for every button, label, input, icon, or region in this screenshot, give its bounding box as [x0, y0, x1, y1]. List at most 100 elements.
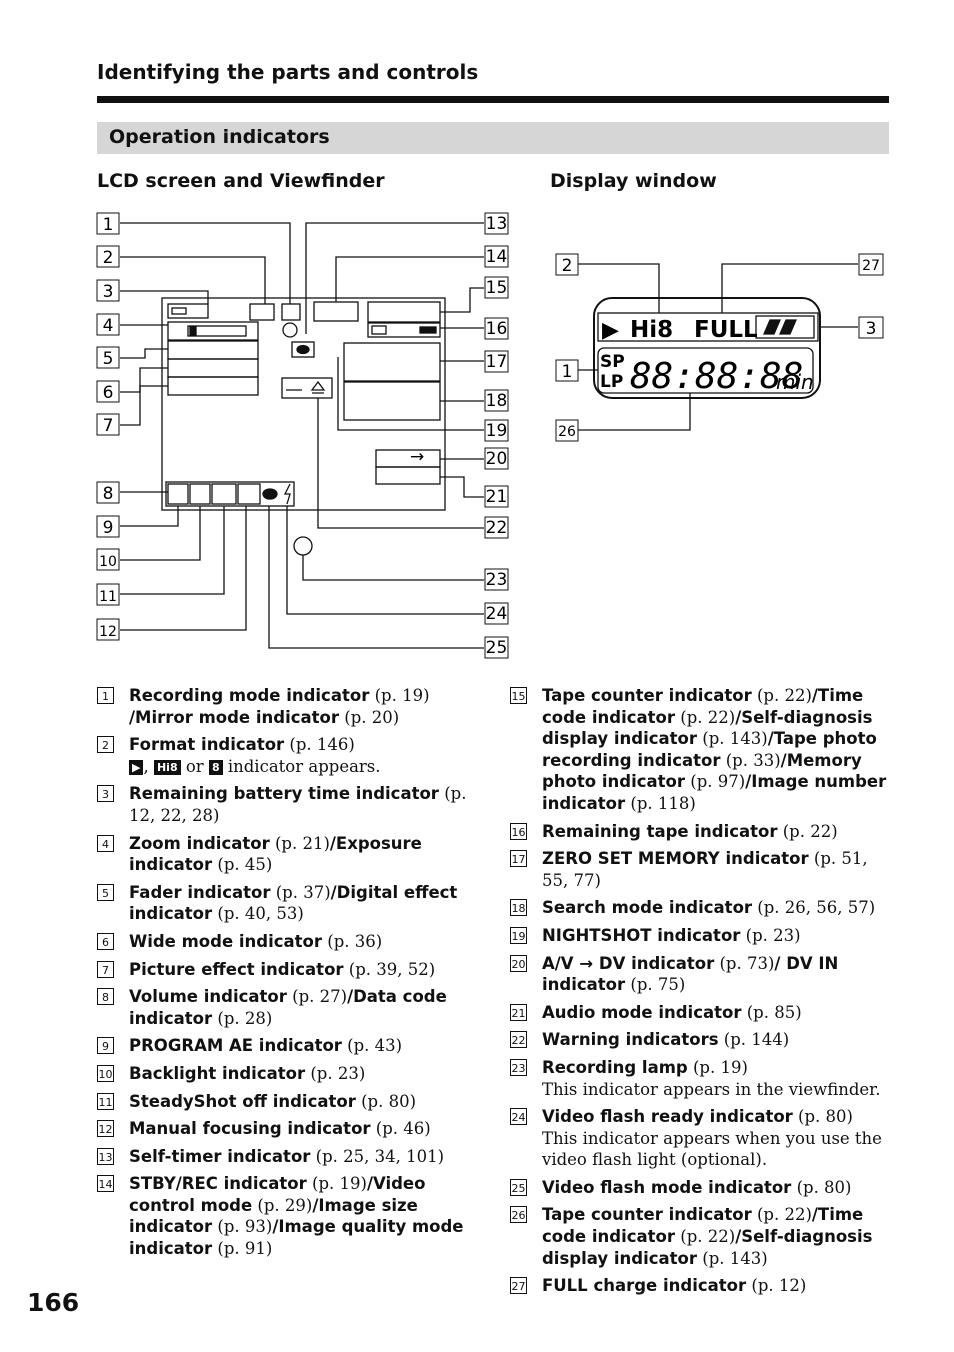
svg-text:6: 6 — [103, 383, 114, 403]
lcd-right-callouts: 13 14 15 16 17 18 19 20 21 22 23 24 25 — [484, 212, 509, 659]
battery-indicator — [755, 315, 815, 339]
item-number: 25 — [510, 1178, 527, 1196]
list-item: 11 SteadyShot off indicator (p. 80) — [97, 1091, 482, 1113]
item-text: Recording lamp (p. 19) — [542, 1057, 748, 1077]
callout-1: 1 — [96, 212, 120, 235]
svg-text:7: 7 — [103, 416, 114, 436]
subsection-band: Operation indicators — [97, 122, 889, 154]
picture-effect-box — [167, 376, 259, 396]
counter-text: 88:88:88 — [630, 356, 803, 397]
item-number: 14 — [97, 1175, 114, 1193]
callout-5: 5 — [96, 346, 120, 369]
svg-text:1: 1 — [103, 215, 114, 235]
program-ae-cell — [189, 483, 211, 505]
item-text: Volume indicator (p. 27)/Data code indic… — [129, 987, 447, 1028]
format-d8-icon: ▶ — [129, 759, 144, 775]
display-window-callouts: 2 27 3 1 26 — [555, 253, 884, 442]
warning-box — [281, 377, 333, 399]
item-number: 16 — [510, 822, 527, 840]
recording-lamp-icon — [293, 536, 313, 556]
item-text: Self-timer indicator (p. 25, 34, 101) — [129, 1146, 445, 1166]
callout-2: 2 — [96, 245, 120, 268]
callout-14: 14 — [484, 245, 509, 268]
svg-text:24: 24 — [486, 604, 508, 624]
callout-10: 10 — [96, 548, 120, 571]
svg-text:8: 8 — [103, 484, 114, 504]
item-text: Warning indicators (p. 144) — [542, 1030, 790, 1050]
subsection-title: Operation indicators — [109, 126, 330, 148]
item-text: Video flash mode indicator (p. 80) — [542, 1177, 852, 1197]
warning-icons — [286, 380, 326, 394]
item-number: 11 — [97, 1092, 114, 1110]
svg-text:14: 14 — [486, 247, 508, 267]
dw-callout-3: 3 — [858, 316, 884, 339]
fader-box — [167, 340, 259, 360]
format-box — [249, 303, 275, 321]
lcd-screen-frame — [161, 297, 446, 511]
svg-text:3: 3 — [103, 282, 114, 302]
sp-text: SP — [600, 352, 625, 372]
lcd-heading: LCD screen and Viewfinder — [97, 170, 385, 192]
item-number: 23 — [510, 1058, 527, 1076]
callout-9: 9 — [96, 515, 120, 538]
display-top-row — [597, 312, 819, 342]
item-text: STBY/REC indicator (p. 19)/Video control… — [129, 1174, 464, 1259]
battery-icon — [171, 307, 187, 315]
callout-21: 21 — [484, 485, 509, 508]
callout-24: 24 — [484, 602, 509, 625]
list-item: 8 Volume indicator (p. 27)/Data code indi… — [97, 986, 482, 1029]
item-text: ZERO SET MEMORY indicator (p. 51, 55, 77… — [542, 849, 868, 890]
item-number: 8 — [97, 988, 114, 1006]
display-window-frame — [593, 297, 821, 399]
format-hi8-icon: Hi8 — [153, 759, 181, 775]
item-text: Search mode indicator (p. 26, 56, 57) — [542, 898, 876, 918]
svg-text:27: 27 — [862, 258, 880, 274]
callout-17: 17 — [484, 350, 509, 373]
item-text: Tape counter indicator (p. 22)/Time code… — [542, 1205, 873, 1268]
tape-icon — [371, 325, 387, 335]
callout-18: 18 — [484, 389, 509, 412]
svg-text:13: 13 — [486, 214, 508, 234]
zoom-box — [167, 321, 259, 341]
format-hi8-text: Hi8 — [630, 317, 673, 343]
item-text: Remaining tape indicator (p. 22) — [542, 821, 838, 841]
self-timer-icon — [282, 322, 298, 338]
item-text: FULL charge indicator (p. 12) — [542, 1276, 807, 1296]
svg-text:11: 11 — [99, 589, 117, 605]
item-note: This indicator appears in the viewfinder… — [542, 1079, 881, 1099]
remaining-tape-box — [367, 322, 441, 338]
item-text: Tape counter indicator (p. 22)/Time code… — [542, 686, 887, 813]
zoom-bar-fill — [189, 326, 197, 336]
item-number: 9 — [97, 1037, 114, 1055]
volume-cell — [167, 483, 189, 505]
item-text: NIGHTSHOT indicator (p. 23) — [542, 925, 801, 945]
item-number: 22 — [510, 1031, 527, 1049]
svg-text:10: 10 — [99, 554, 117, 570]
callout-6: 6 — [96, 380, 120, 403]
rec-mode-box — [281, 303, 301, 321]
item-note: This indicator appears when you use the … — [542, 1128, 882, 1170]
indicator-diagrams: 1 2 3 4 5 6 7 8 9 10 11 12 13 14 15 16 1… — [96, 212, 884, 659]
item-number: 27 — [510, 1277, 527, 1295]
item-text: SteadyShot off indicator (p. 80) — [129, 1091, 417, 1111]
item-number: 13 — [97, 1147, 114, 1165]
svg-text:4: 4 — [103, 316, 114, 336]
search-mode-box — [343, 381, 441, 421]
callout-22: 22 — [484, 516, 509, 539]
section-title: Identifying the parts and controls — [97, 60, 479, 84]
header-rule — [97, 96, 889, 103]
lcd-screen-diagram — [120, 222, 484, 649]
list-item: 16 Remaining tape indicator (p. 22) — [510, 821, 895, 843]
format-hi-glyph: ▶ — [602, 318, 619, 343]
